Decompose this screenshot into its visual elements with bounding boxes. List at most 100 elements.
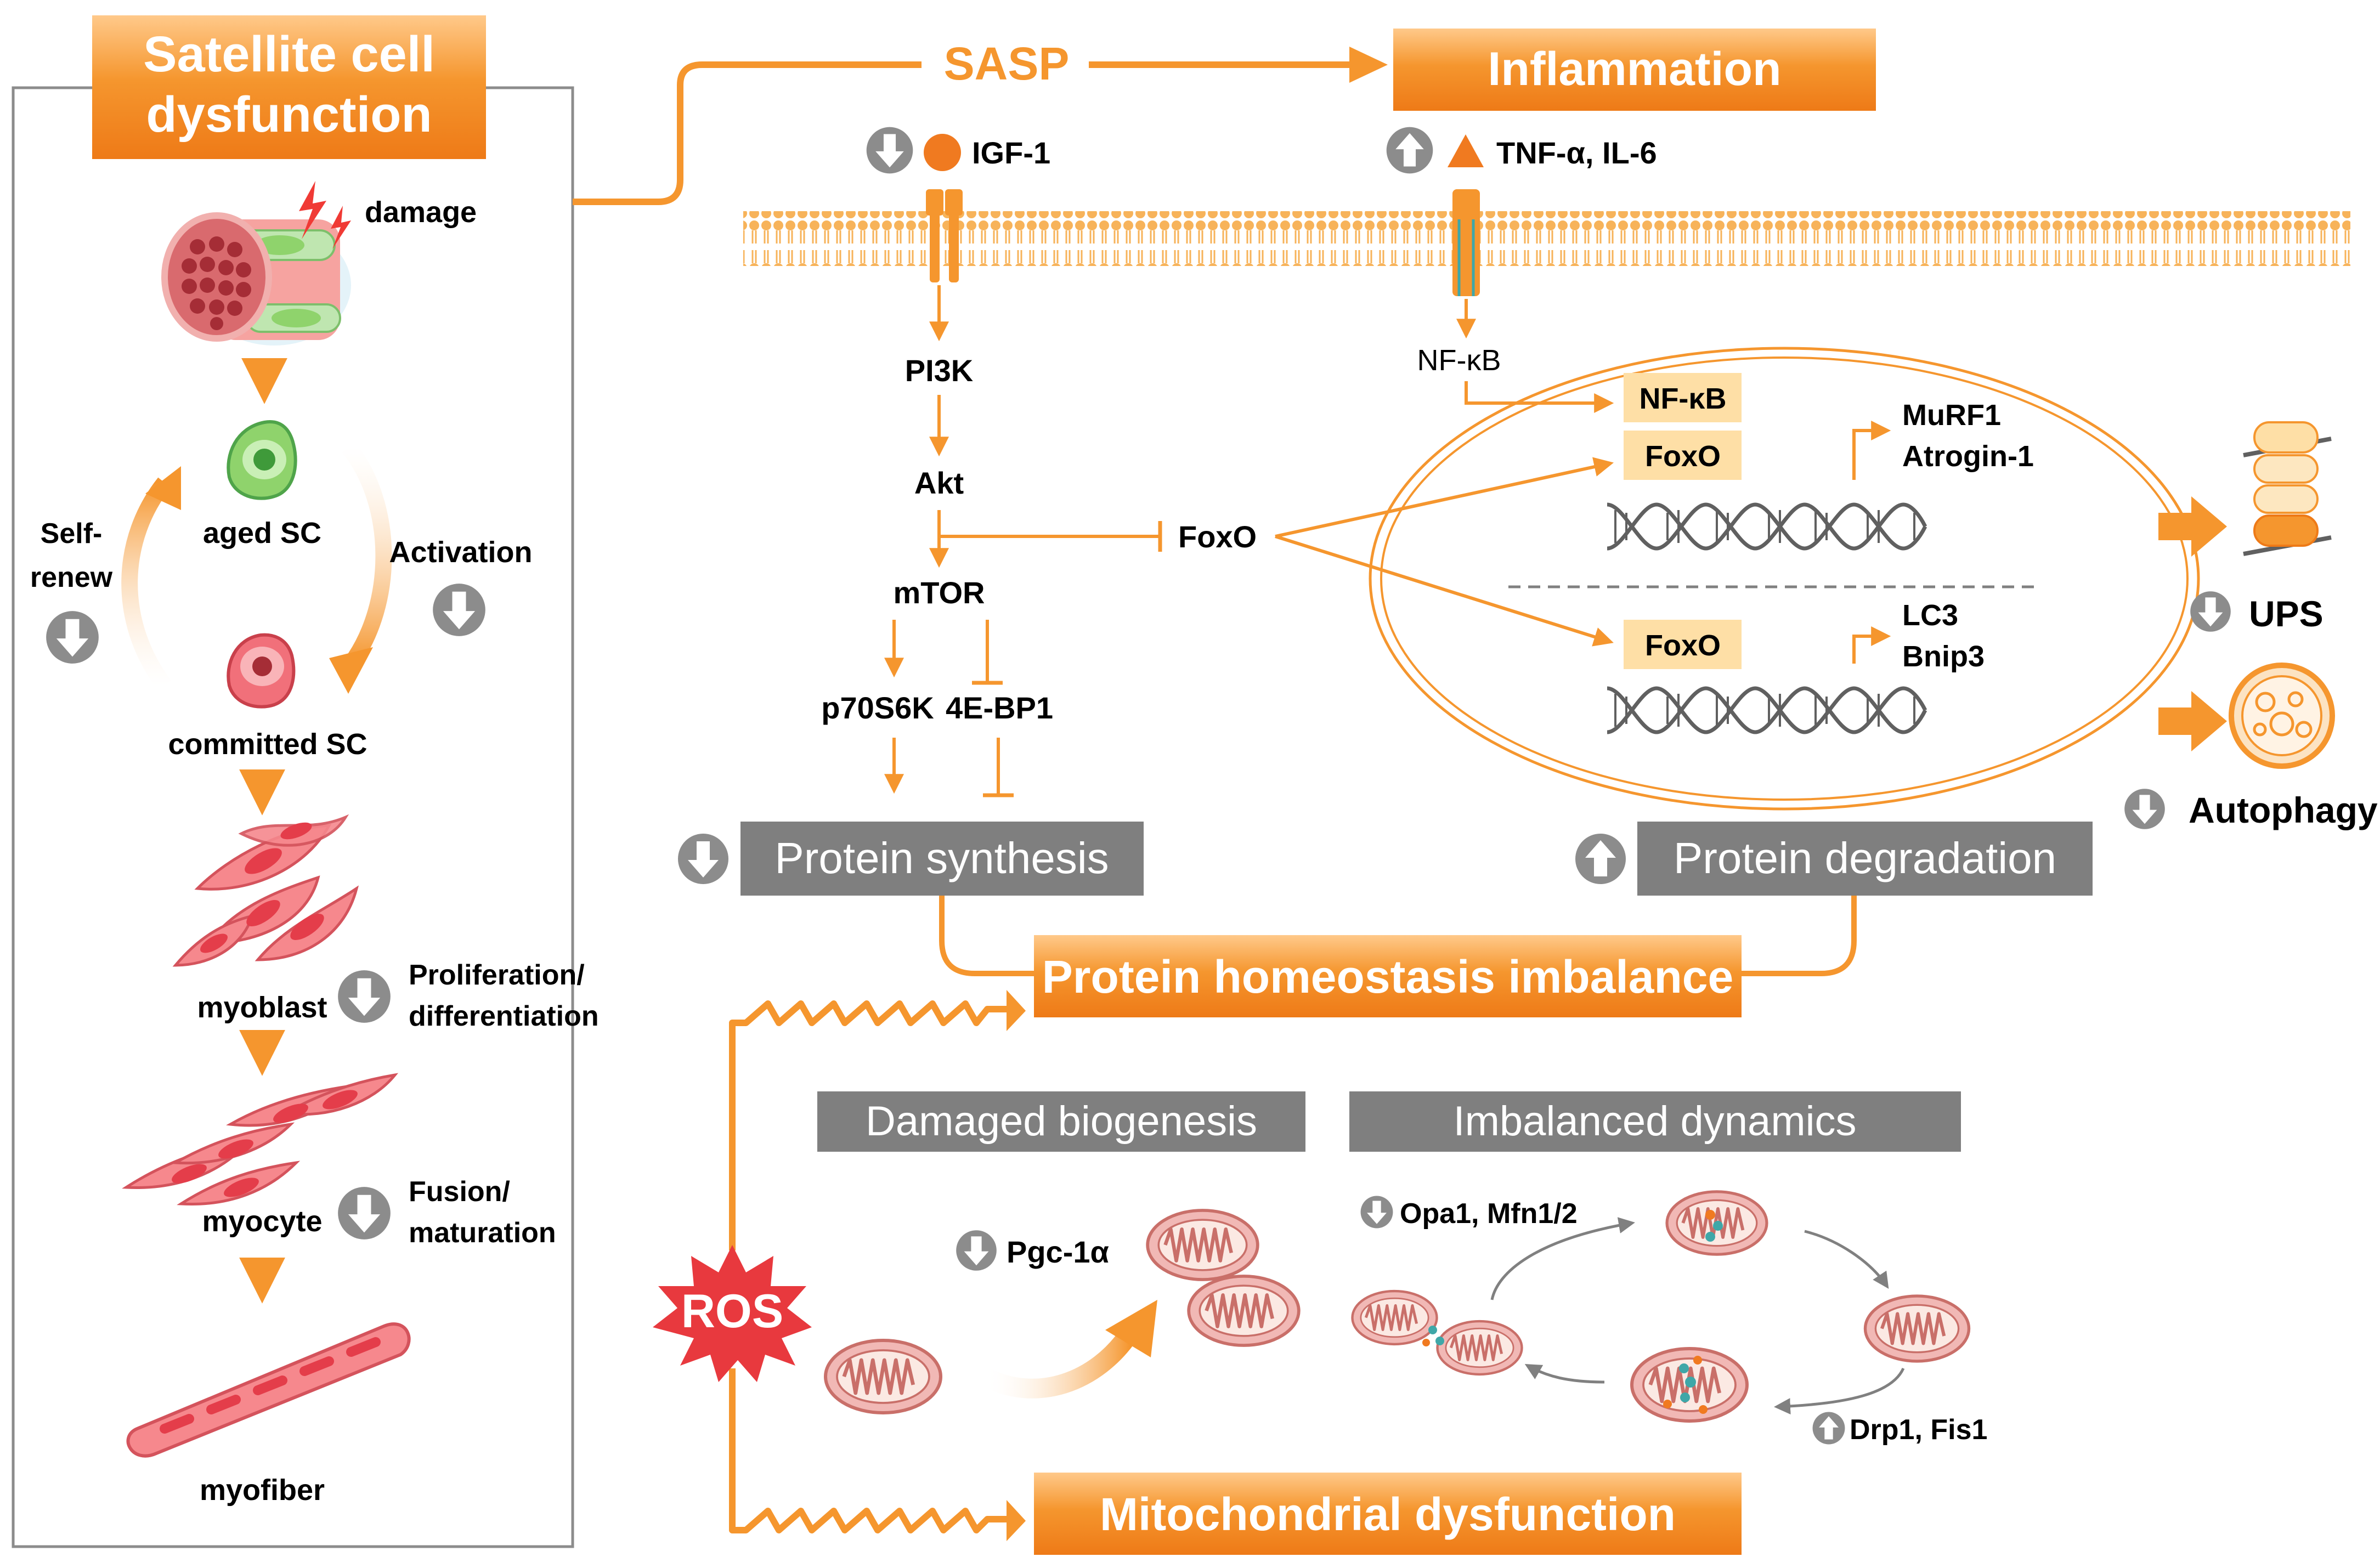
tnf-up-icon (1386, 127, 1433, 174)
myocyte-label: myocyte (202, 1205, 322, 1238)
committed-sc-icon (227, 633, 296, 709)
igf1-ligand-icon (924, 134, 961, 171)
activation-arrow (342, 441, 392, 669)
prolif-line1: Proliferation/ (409, 959, 585, 991)
nfkb-cytoplasm-label: NF-κB (1417, 344, 1501, 377)
fission-dots (1663, 1356, 1708, 1414)
opa1-label: Opa1, Mfn1/2 (1400, 1198, 1578, 1230)
autophagy-label: Autophagy (2189, 790, 2378, 830)
myoblast-label: myoblast (197, 991, 327, 1024)
aged-sc-label: aged SC (203, 517, 321, 550)
sasp-label: SASP (944, 38, 1070, 89)
myofiber-label: myofiber (200, 1474, 325, 1507)
panel-to-sasp-line (573, 61, 922, 205)
inflammation-label: Inflammation (1488, 43, 1781, 95)
mito-dysfunction-label: Mitochondrial dysfunction (1100, 1488, 1676, 1540)
sc-title-line2: dysfunction (146, 87, 432, 143)
homeostasis-box (1034, 935, 1742, 1017)
autophagosome-icon (2229, 663, 2335, 769)
mito-dysfunction-box (1034, 1473, 1742, 1555)
autophagy-arrow (2158, 691, 2227, 751)
homeostasis-label: Protein homeostasis imbalance (1042, 951, 1733, 1003)
igf1-down-icon (866, 127, 913, 174)
mtor-label: mTOR (894, 575, 985, 610)
self-renew-down-icon (46, 611, 99, 664)
drp1-label: Drp1, Fis1 (1850, 1414, 1987, 1446)
ups-label: UPS (2249, 593, 2324, 634)
ros-burst-icon (653, 1245, 812, 1382)
cell-membrane (743, 211, 2350, 266)
mito-split-left-2-icon (1438, 1321, 1522, 1374)
split-dots (1422, 1326, 1444, 1346)
biogenesis-curve-arrow (975, 1323, 1140, 1399)
self-renew-line1: Self- (41, 518, 103, 550)
myocyte-icon (122, 1073, 399, 1206)
proteasome-icon (2243, 421, 2332, 556)
igf1-label: IGF-1 (972, 135, 1050, 170)
dna-icon-1 (1607, 502, 1927, 551)
damage-label: damage (365, 196, 477, 229)
activation-down-icon (433, 584, 485, 636)
atrogin-label: Atrogin-1 (1902, 440, 2034, 473)
protein-degradation-box (1637, 822, 2093, 896)
igf1-receptor-icon (926, 189, 963, 282)
muscle-bundle-icon (161, 181, 351, 346)
bnip3-label: Bnip3 (1902, 640, 1985, 673)
ups-arrow (2158, 496, 2227, 557)
fusion-down-icon (338, 1187, 391, 1239)
mito-small-icon (826, 1340, 941, 1413)
opa1-down-icon (1360, 1196, 1393, 1229)
imbalanced-dynamics-box (1349, 1091, 1961, 1152)
fusion-line2: maturation (409, 1217, 556, 1249)
pgc-down-icon (956, 1230, 997, 1271)
myoblast-icon (172, 814, 359, 967)
nucleus-outer (1369, 347, 2200, 811)
tnf-label: TNF-α, IL-6 (1496, 135, 1657, 170)
foxo-cytoplasm-label: FoxO (1178, 519, 1257, 554)
ups-down-icon (2190, 591, 2231, 632)
akt-label: Akt (914, 466, 964, 500)
self-renew-line2: renew (30, 562, 113, 593)
p70s6k-label: p70S6K (821, 690, 934, 725)
fusion-dots-top (1705, 1210, 1723, 1242)
foxo-box-2-label: FoxO (1645, 629, 1721, 662)
pgc-label: Pgc-1α (1007, 1235, 1109, 1269)
self-renew-arrow (121, 477, 172, 690)
4ebp1-label: 4E-BP1 (946, 690, 1053, 725)
ros-to-mito-line (729, 1368, 1012, 1533)
nucleus-inner (1380, 356, 2189, 801)
protein-synthesis-box (740, 822, 1144, 896)
myofiber-icon (126, 1322, 411, 1458)
nfkb-box (1624, 373, 1742, 422)
drp1-up-icon (1812, 1412, 1845, 1445)
mito-elongated-right-icon (1865, 1296, 1969, 1361)
fusion-line1: Fusion/ (409, 1176, 510, 1208)
foxo-box-1-label: FoxO (1645, 440, 1721, 473)
degradation-up-icon (1575, 834, 1626, 884)
ros-to-homeostasis-line (729, 1000, 1012, 1250)
mito-split-left-1-icon (1353, 1291, 1437, 1344)
committed-sc-label: committed SC (168, 728, 367, 761)
murf1-label: MuRF1 (1902, 399, 2001, 432)
inflammation-box (1393, 29, 1876, 111)
protein-degradation-label: Protein degradation (1674, 834, 2056, 882)
damaged-biogenesis-label: Damaged biogenesis (866, 1098, 1257, 1145)
nfkb-box-label: NF-κB (1639, 382, 1726, 415)
autophagy-down-icon (2124, 789, 2165, 829)
ros-label: ROS (681, 1285, 783, 1338)
sc-title-line1: Satellite cell (143, 26, 435, 82)
protein-synthesis-label: Protein synthesis (775, 834, 1109, 882)
sc-title-box (92, 15, 486, 159)
imbalanced-dynamics-label: Imbalanced dynamics (1453, 1098, 1856, 1145)
prolif-down-icon (338, 970, 391, 1023)
synthesis-down-icon (678, 834, 728, 884)
tnf-receptor-icon (1452, 189, 1480, 296)
lc3-label: LC3 (1902, 599, 1958, 632)
foxo-box-2 (1624, 620, 1742, 669)
tnf-ligand-icon (1448, 134, 1484, 167)
mito-large-1-icon (1147, 1210, 1258, 1280)
activation-label: Activation (389, 536, 532, 569)
dna-icon-2 (1607, 686, 1927, 734)
aged-sc-icon (227, 420, 297, 500)
